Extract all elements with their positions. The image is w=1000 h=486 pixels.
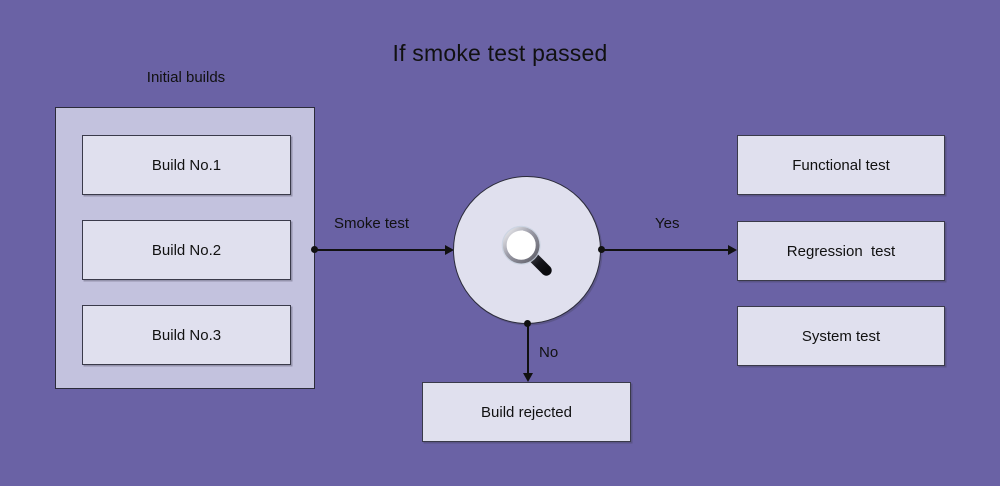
edge-no-line [527,323,529,375]
edge-label-smoke-test: Smoke test [334,215,410,232]
edge-yes-line [601,249,731,251]
build-box-1[interactable]: Build No.1 [82,135,291,195]
edge-no-arrowhead [523,373,533,382]
edge-label-no: No [539,344,559,361]
build-rejected-box[interactable]: Build rejected [422,382,631,442]
build-box-3[interactable]: Build No.3 [82,305,291,365]
magnifying-glass-icon [501,225,552,276]
edge-yes-arrowhead [728,245,737,255]
test-box-functional[interactable]: Functional test [737,135,945,195]
initial-builds-label: Initial builds [146,69,226,86]
page-title: If smoke test passed [392,40,608,66]
edge-smoke-test-arrowhead [445,245,454,255]
test-box-system[interactable]: System test [737,306,945,366]
edge-source-dot-smoke-test [311,246,318,253]
edge-label-yes: Yes [655,215,680,232]
test-box-regression[interactable]: Regression test [737,221,945,281]
initial-builds-container: Build No.1 Build No.2 Build No.3 [55,107,315,389]
build-box-2[interactable]: Build No.2 [82,220,291,280]
edge-smoke-test-line [315,249,449,251]
